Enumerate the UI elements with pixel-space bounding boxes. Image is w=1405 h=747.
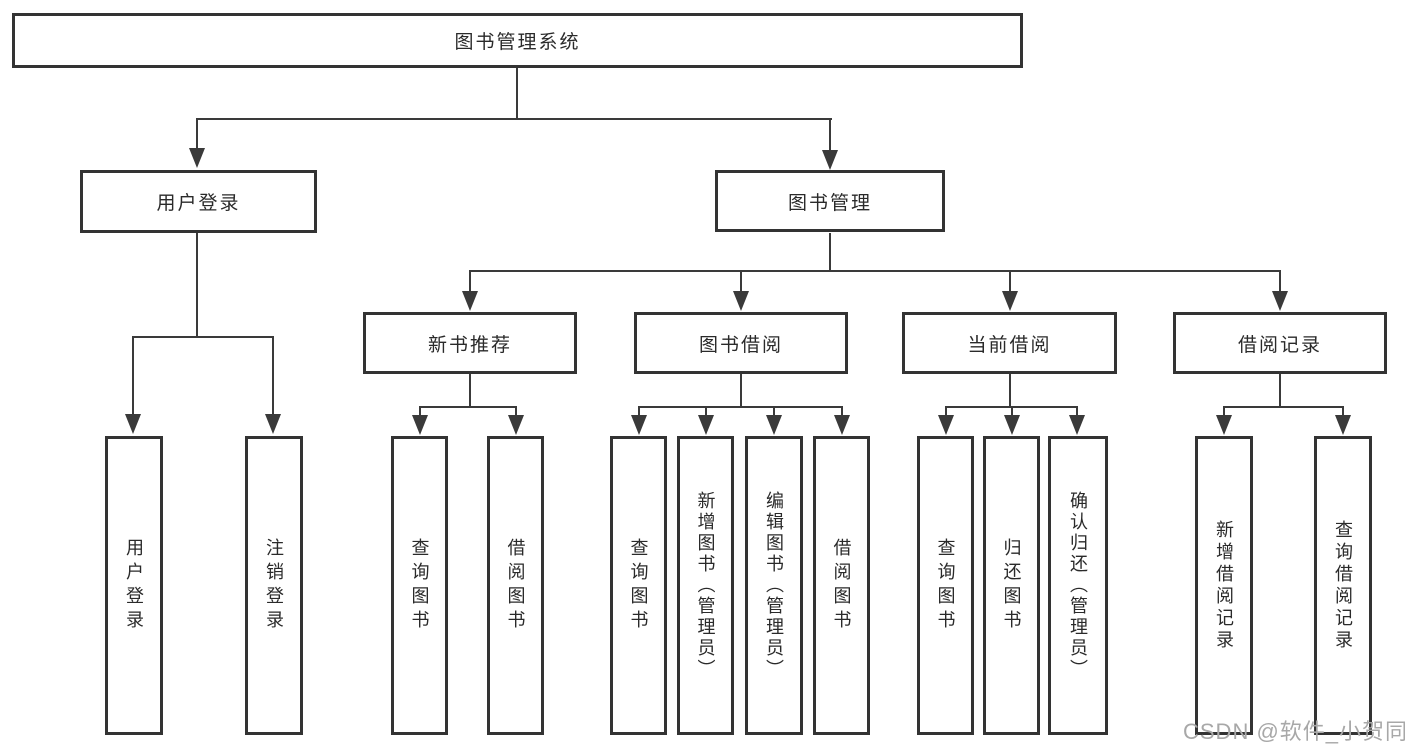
connector-hline xyxy=(132,336,274,338)
connector-vline xyxy=(841,406,843,418)
connector-hline xyxy=(196,118,832,120)
node-book-management-label: 图书管理 xyxy=(787,192,872,214)
connector-vline xyxy=(516,68,518,119)
connector-vline xyxy=(1009,374,1011,408)
leaf-label: 借阅图书 xyxy=(505,537,526,634)
connector-vline xyxy=(1011,406,1013,418)
connector-vline xyxy=(196,233,198,338)
node-borrow-records-label: 借阅记录 xyxy=(1237,334,1322,356)
node-new-book-recommend-label: 新书推荐 xyxy=(427,334,512,356)
leaf-label: 查询图书 xyxy=(628,537,649,634)
connector-vline xyxy=(705,406,707,418)
node-book-borrow: 图书借阅 xyxy=(634,312,848,374)
connector-vline xyxy=(272,336,274,416)
arrow-down-icon xyxy=(698,415,714,435)
connector-vline xyxy=(945,406,947,418)
csdn-watermark: CSDN @软件_小贺同学 xyxy=(1183,719,1405,744)
leaf-borrow-books-1: 借阅图书 xyxy=(487,436,544,735)
node-root: 图书管理系统 xyxy=(12,13,1023,68)
leaf-label: 查询借阅记录 xyxy=(1333,519,1353,652)
connector-vline xyxy=(829,118,831,152)
leaf-add-books-admin: 新增图书（管理员） xyxy=(677,436,734,735)
leaf-label: 借阅图书 xyxy=(831,537,852,634)
connector-vline xyxy=(638,406,640,418)
node-current-borrow-label: 当前借阅 xyxy=(967,334,1052,356)
arrow-down-icon xyxy=(1335,415,1351,435)
node-root-label: 图书管理系统 xyxy=(454,32,581,53)
connector-hline xyxy=(1223,406,1343,408)
arrow-down-icon xyxy=(766,415,782,435)
node-new-book-recommend: 新书推荐 xyxy=(363,312,577,374)
connector-vline xyxy=(1279,270,1281,294)
connector-vline xyxy=(469,270,471,294)
leaf-label: 查询图书 xyxy=(935,537,956,634)
leaf-confirm-return-admin: 确认归还（管理员） xyxy=(1048,436,1108,735)
arrow-down-icon xyxy=(1069,415,1085,435)
arrow-down-icon xyxy=(822,150,838,170)
leaf-label: 查询图书 xyxy=(409,537,430,634)
leaf-label: 确认归还（管理员） xyxy=(1068,491,1088,680)
leaf-query-books-2: 查询图书 xyxy=(610,436,667,735)
node-book-management: 图书管理 xyxy=(715,170,945,232)
connector-vline xyxy=(469,374,471,408)
arrow-down-icon xyxy=(265,414,281,434)
leaf-return-books: 归还图书 xyxy=(983,436,1040,735)
connector-hline xyxy=(638,406,843,408)
arrow-down-icon xyxy=(412,415,428,435)
leaf-query-borrow-record: 查询借阅记录 xyxy=(1314,436,1372,735)
arrow-down-icon xyxy=(1272,291,1288,311)
node-user-login: 用户登录 xyxy=(80,170,317,233)
connector-vline xyxy=(1342,406,1344,418)
connector-vline xyxy=(829,233,831,271)
connector-vline xyxy=(740,270,742,294)
connector-vline xyxy=(773,406,775,418)
connector-hline xyxy=(469,270,1281,272)
connector-vline xyxy=(196,118,198,150)
leaf-logout: 注销登录 xyxy=(245,436,303,735)
leaf-label: 编辑图书（管理员） xyxy=(764,491,784,680)
arrow-down-icon xyxy=(733,291,749,311)
arrow-down-icon xyxy=(125,414,141,434)
leaf-label: 新增借阅记录 xyxy=(1214,519,1234,652)
arrow-down-icon xyxy=(508,415,524,435)
leaf-label: 新增图书（管理员） xyxy=(695,491,716,680)
connector-vline xyxy=(1009,270,1011,294)
connector-vline xyxy=(419,406,421,418)
arrow-down-icon xyxy=(938,415,954,435)
arrow-down-icon xyxy=(1004,415,1020,435)
connector-hline xyxy=(419,406,517,408)
arrow-down-icon xyxy=(462,291,478,311)
connector-vline xyxy=(1279,374,1281,408)
connector-vline xyxy=(132,336,134,416)
connector-vline xyxy=(1076,406,1078,418)
arrow-down-icon xyxy=(631,415,647,435)
arrow-down-icon xyxy=(189,148,205,168)
connector-vline xyxy=(515,406,517,418)
leaf-label: 注销登录 xyxy=(264,537,284,634)
leaf-edit-books-admin: 编辑图书（管理员） xyxy=(745,436,803,735)
node-borrow-records: 借阅记录 xyxy=(1173,312,1387,374)
node-book-borrow-label: 图书借阅 xyxy=(698,334,783,356)
node-current-borrow: 当前借阅 xyxy=(902,312,1117,374)
leaf-query-books-1: 查询图书 xyxy=(391,436,448,735)
leaf-label: 用户登录 xyxy=(124,537,144,634)
leaf-user-login: 用户登录 xyxy=(105,436,163,735)
leaf-query-books-3: 查询图书 xyxy=(917,436,974,735)
arrow-down-icon xyxy=(1216,415,1232,435)
leaf-add-borrow-record: 新增借阅记录 xyxy=(1195,436,1253,735)
leaf-label: 归还图书 xyxy=(1001,537,1022,634)
connector-vline xyxy=(740,374,742,408)
arrow-down-icon xyxy=(834,415,850,435)
arrow-down-icon xyxy=(1002,291,1018,311)
leaf-borrow-books-2: 借阅图书 xyxy=(813,436,870,735)
connector-vline xyxy=(1223,406,1225,418)
node-user-login-label: 用户登录 xyxy=(156,193,241,214)
